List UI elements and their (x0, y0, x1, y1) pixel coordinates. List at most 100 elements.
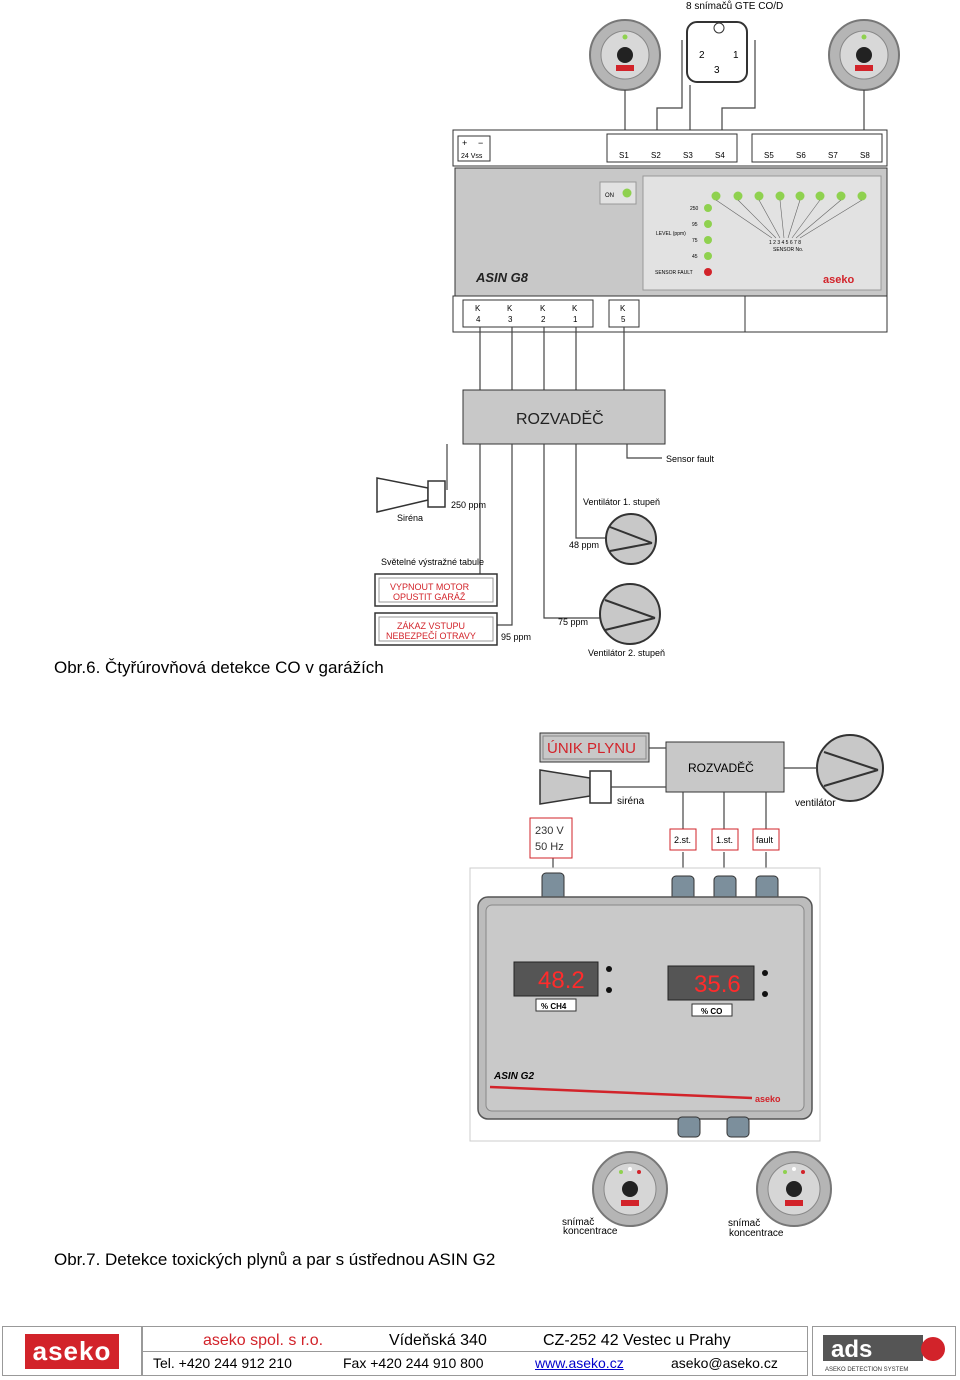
sensor-leds (711, 191, 867, 201)
display-co-value: 35.6 (694, 971, 741, 998)
display-co (667, 965, 755, 1001)
ads-logo-text: ads (831, 1336, 872, 1363)
svg-text:2: 2 (699, 50, 705, 61)
website-link[interactable]: www.aseko.cz (535, 1355, 624, 1371)
ppm250-label: 250 ppm (451, 500, 486, 510)
terminal-block-s5-s8: S5 S6 S7 S8 (751, 133, 883, 163)
street-address: Vídeňská 340 (389, 1332, 487, 1349)
terminal-s7: S7 (828, 151, 838, 160)
terminal-s2: S2 (651, 151, 661, 160)
svg-text:3: 3 (714, 65, 720, 76)
ads-logo-graphic: ads ASEKO DETECTION SYSTEM (823, 1335, 945, 1373)
device-name-g8: ASIN G8 (475, 270, 529, 285)
tabule2-line1: ZÁKAZ VSTUPU (397, 621, 465, 631)
terminal-s5: S5 (764, 151, 774, 160)
figure-asin-g2: ÚNIK PLYNU siréna ROZVADĚČ ventilátor 23… (469, 732, 884, 1239)
sensor-connector: 2 1 3 (686, 21, 748, 83)
svg-text:1: 1 (733, 50, 739, 61)
tabule1-line2: OPUSTIT GARÁŽ (393, 592, 466, 602)
vent2-label: Ventilátor 2. stupeň (588, 648, 665, 658)
warning-panel-2 (374, 612, 498, 646)
aseko-logo: aseko (2, 1326, 142, 1376)
relay-k5-k: K (620, 304, 626, 313)
phone-number: Tel. +420 244 912 210 (153, 1355, 292, 1371)
snimac1-line2: koncentrace (563, 1226, 618, 1237)
unik-plynu-sign (539, 732, 650, 763)
email-address[interactable]: aseko@aseko.cz (671, 1355, 778, 1371)
tabule-title: Světelné výstražné tabule (381, 557, 484, 567)
ventilator-label: ventilátor (795, 798, 836, 809)
level-45: 45 (692, 254, 698, 260)
brand-g8: aseko (823, 274, 854, 286)
rozvadec-g2-box (665, 741, 785, 793)
relay-k1-k: K (572, 304, 578, 313)
contact-info: aseko spol. s r.o. Vídeňská 340 CZ-252 4… (142, 1326, 808, 1376)
level-95: 95 (692, 222, 698, 228)
terminal-s3: S3 (683, 151, 693, 160)
snimac1-line1: snímač (562, 1217, 594, 1228)
level-title: LEVEL (ppm) (656, 231, 686, 237)
relay-k3-k: K (507, 304, 513, 313)
tabule1-line1: VYPNOUT MOTOR (390, 582, 470, 592)
on-label: ON (605, 193, 614, 199)
relay-k3-num: 3 (508, 315, 513, 324)
tabule2-line2: NEBEZPEČÍ OTRAVY (386, 631, 476, 641)
ads-logo-sub: ASEKO DETECTION SYSTEM (825, 1367, 908, 1373)
st1-label: 1.st. (716, 835, 733, 845)
relay-k4-num: 4 (476, 315, 481, 324)
sensor-fault-line-label: Sensor fault (666, 454, 715, 464)
company-name: aseko spol. s r.o. (203, 1332, 324, 1349)
vent1-label: Ventilátor 1. stupeň (583, 497, 660, 507)
relay-k5-num: 5 (621, 315, 626, 324)
sensor-fault-label: SENSOR FAULT (655, 270, 693, 276)
fan-icon-1 (605, 513, 657, 565)
power-minus: − (478, 138, 483, 148)
power-230v: 230 V (535, 825, 564, 837)
terminal-block-s1-s4: S1 S2 S3 S4 (606, 133, 738, 163)
sirena-label: Siréna (397, 513, 423, 523)
ppm95-label: 95 ppm (501, 632, 531, 642)
fault-box (752, 828, 780, 851)
terminal-s6: S6 (796, 151, 806, 160)
terminal-s1: S1 (619, 151, 629, 160)
relay-k2-num: 2 (541, 315, 546, 324)
figure-7-caption: Obr.7. Detekce toxických plynů a par s ú… (54, 1250, 496, 1269)
device-name-g2: ASIN G2 (493, 1071, 534, 1082)
display-ch4-label: % CH4 (541, 1002, 567, 1011)
city-address: CZ-252 42 Vestec u Prahy (543, 1332, 731, 1349)
fax-number: Fax +420 244 910 800 (343, 1355, 484, 1371)
power-50hz: 50 Hz (535, 841, 564, 853)
sensor-numbers: 1 2 3 4 5 6 7 8 (769, 240, 801, 246)
display-ch4-value: 48.2 (538, 967, 585, 994)
brand-g2: aseko (755, 1094, 781, 1104)
concentration-sensor-1 (592, 1151, 668, 1227)
st1-box (711, 828, 739, 851)
snimac2-line1: snímač (728, 1218, 760, 1229)
rozvadec-label: ROZVADĚČ (516, 409, 604, 428)
siren-icon-g2 (539, 769, 612, 805)
unik-plynu-label: ÚNIK PLYNU (547, 740, 636, 757)
concentration-sensor-2 (756, 1151, 832, 1227)
terminal-s4: S4 (715, 151, 725, 160)
ads-logo: ads ASEKO DETECTION SYSTEM (812, 1326, 956, 1376)
aseko-logo-text: aseko (24, 1333, 120, 1369)
sensor-right (828, 19, 900, 91)
figure-6-caption: Obr.6. Čtyřúrovňová detekce CO v garážíc… (54, 658, 384, 677)
fan-icon-2 (599, 583, 661, 645)
level-250: 250 (690, 206, 699, 212)
terminal-s8: S8 (860, 151, 870, 160)
fault-label: fault (756, 835, 774, 845)
power-plus: + (462, 138, 467, 148)
cable-glands-bottom (677, 1116, 750, 1138)
st2-box (669, 828, 697, 851)
sirena-g2-label: siréna (617, 796, 645, 807)
snimac2-line2: koncentrace (729, 1228, 784, 1239)
display-co-label: % CO (701, 1007, 722, 1016)
fan-icon-g2 (816, 734, 884, 802)
level-75: 75 (692, 238, 698, 244)
siren-icon (376, 477, 446, 513)
page-footer: aseko aseko spol. s r.o. Vídeňská 340 CZ… (0, 1326, 960, 1376)
rozvadec-box (462, 389, 666, 445)
warning-panel-1 (374, 573, 498, 607)
